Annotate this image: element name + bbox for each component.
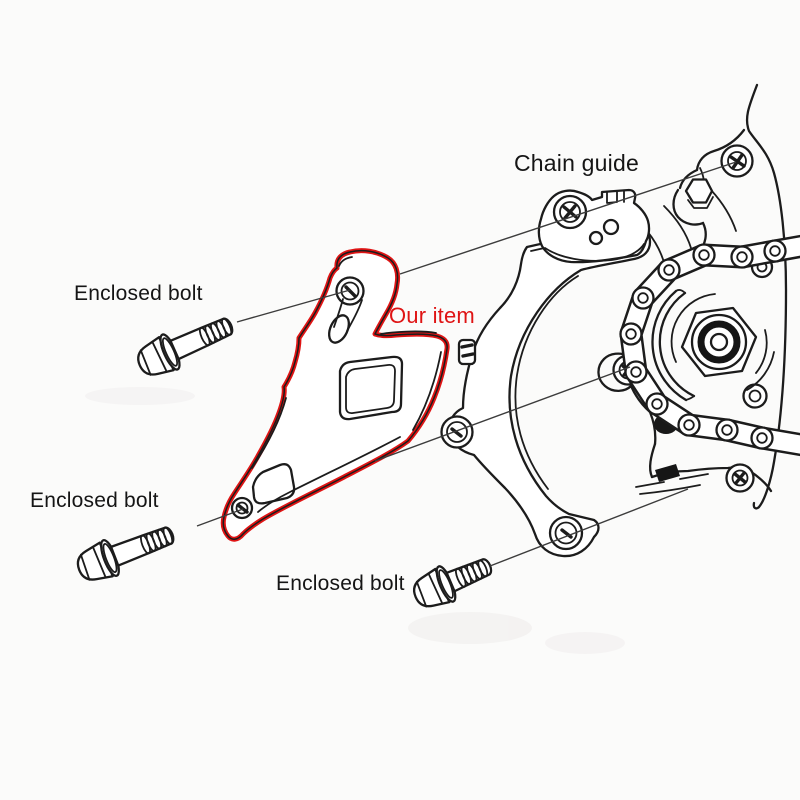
leader-line-bolt3	[489, 488, 689, 567]
case-ring-lower	[742, 383, 768, 409]
chain-rollers	[619, 239, 787, 450]
leader-line-bolt2	[196, 366, 631, 527]
label-enclosed-bolt-2: Enclosed bolt	[30, 489, 159, 512]
label-our-item: Our item	[389, 303, 475, 328]
plate-clip	[457, 338, 477, 366]
bolt-3	[407, 546, 499, 616]
chain-adjuster-bolt	[655, 464, 680, 482]
plate-bolt-boss-left	[440, 415, 474, 449]
engine-screw-hole-bottom	[725, 463, 755, 493]
plate-bolt-boss-bottom	[548, 515, 584, 551]
chain-guide-hole-2	[588, 230, 604, 246]
bolt-2	[71, 515, 181, 589]
chain-guide-boss	[552, 194, 588, 230]
scan-smudges	[85, 387, 625, 654]
our-item-foot-window	[251, 463, 296, 505]
engine-arm-bolt-boss	[597, 352, 633, 393]
label-enclosed-bolt-3: Enclosed bolt	[276, 572, 405, 595]
chain-guide-part	[537, 188, 651, 264]
engine-outer-edge	[745, 83, 788, 510]
chain-guide-slot	[606, 190, 625, 204]
leader-line-bolt1	[236, 161, 737, 323]
engine-hex-bolt	[684, 178, 714, 209]
bolt-1	[130, 306, 240, 384]
leader-lines	[196, 161, 737, 567]
sprocket-assembly	[651, 289, 775, 402]
chain-guide-hole-1	[602, 218, 620, 236]
drive-chain	[619, 234, 800, 457]
label-chain-guide: Chain guide	[514, 150, 639, 176]
our-item-slot	[328, 314, 350, 344]
our-item-top-hole	[335, 276, 365, 306]
our-item-window	[338, 355, 404, 421]
label-enclosed-bolt-1: Enclosed bolt	[74, 282, 203, 305]
engine-screw-hole-top	[720, 144, 754, 178]
our-item-part	[220, 248, 450, 542]
